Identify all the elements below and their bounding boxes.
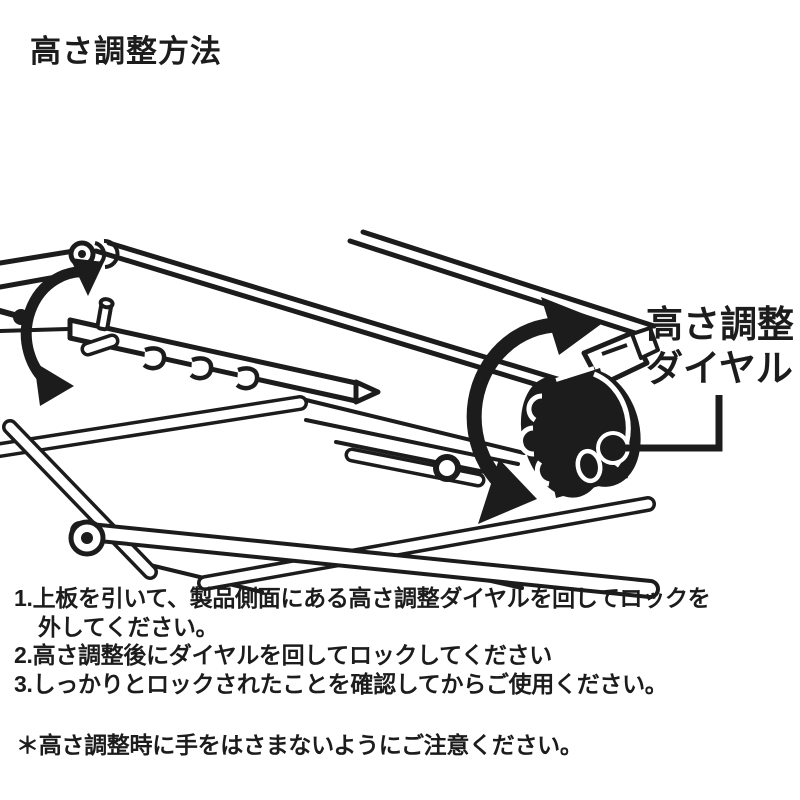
dial-callout-line2: ダイヤル — [646, 348, 793, 389]
caution-note: ＊高さ調整時に手をはさまないようにご注意ください。 — [16, 732, 583, 758]
instruction-steps: 1.上板を引いて、製品側面にある高さ調整ダイヤルを回してロックを 外してください… — [14, 584, 786, 698]
page-title: 高さ調整方法 — [30, 34, 222, 69]
step-2: 2.高さ調整後にダイヤルを回してロックしてください — [14, 642, 552, 668]
hook-slot — [189, 356, 214, 381]
ratchet-lock-bar — [67, 297, 381, 405]
dial-rotation-arrow-icon — [466, 297, 604, 524]
lever-rotation-arrow-icon — [20, 258, 104, 406]
step-1-line-1: 1.上板を引いて、製品側面にある高さ調整ダイヤルを回してロックを — [14, 585, 711, 611]
height-adjust-dial — [518, 366, 641, 498]
bottom-rail-tube — [70, 521, 660, 599]
dial-callout-line1: 高さ調整 — [646, 304, 794, 345]
dial-callout-label: 高さ調整 ダイヤル — [646, 303, 794, 391]
hook-slot — [235, 366, 260, 391]
step-3: 3.しっかりとロックされたことを確認してからご使用ください。 — [14, 670, 668, 697]
step-1-line-2: 外してください。 — [38, 613, 219, 640]
roller-wheels — [0, 238, 461, 557]
hook-slot — [142, 346, 167, 371]
dial-axle-dot — [600, 435, 626, 461]
callout-connector-line — [614, 395, 723, 452]
lock-pin — [95, 297, 115, 332]
